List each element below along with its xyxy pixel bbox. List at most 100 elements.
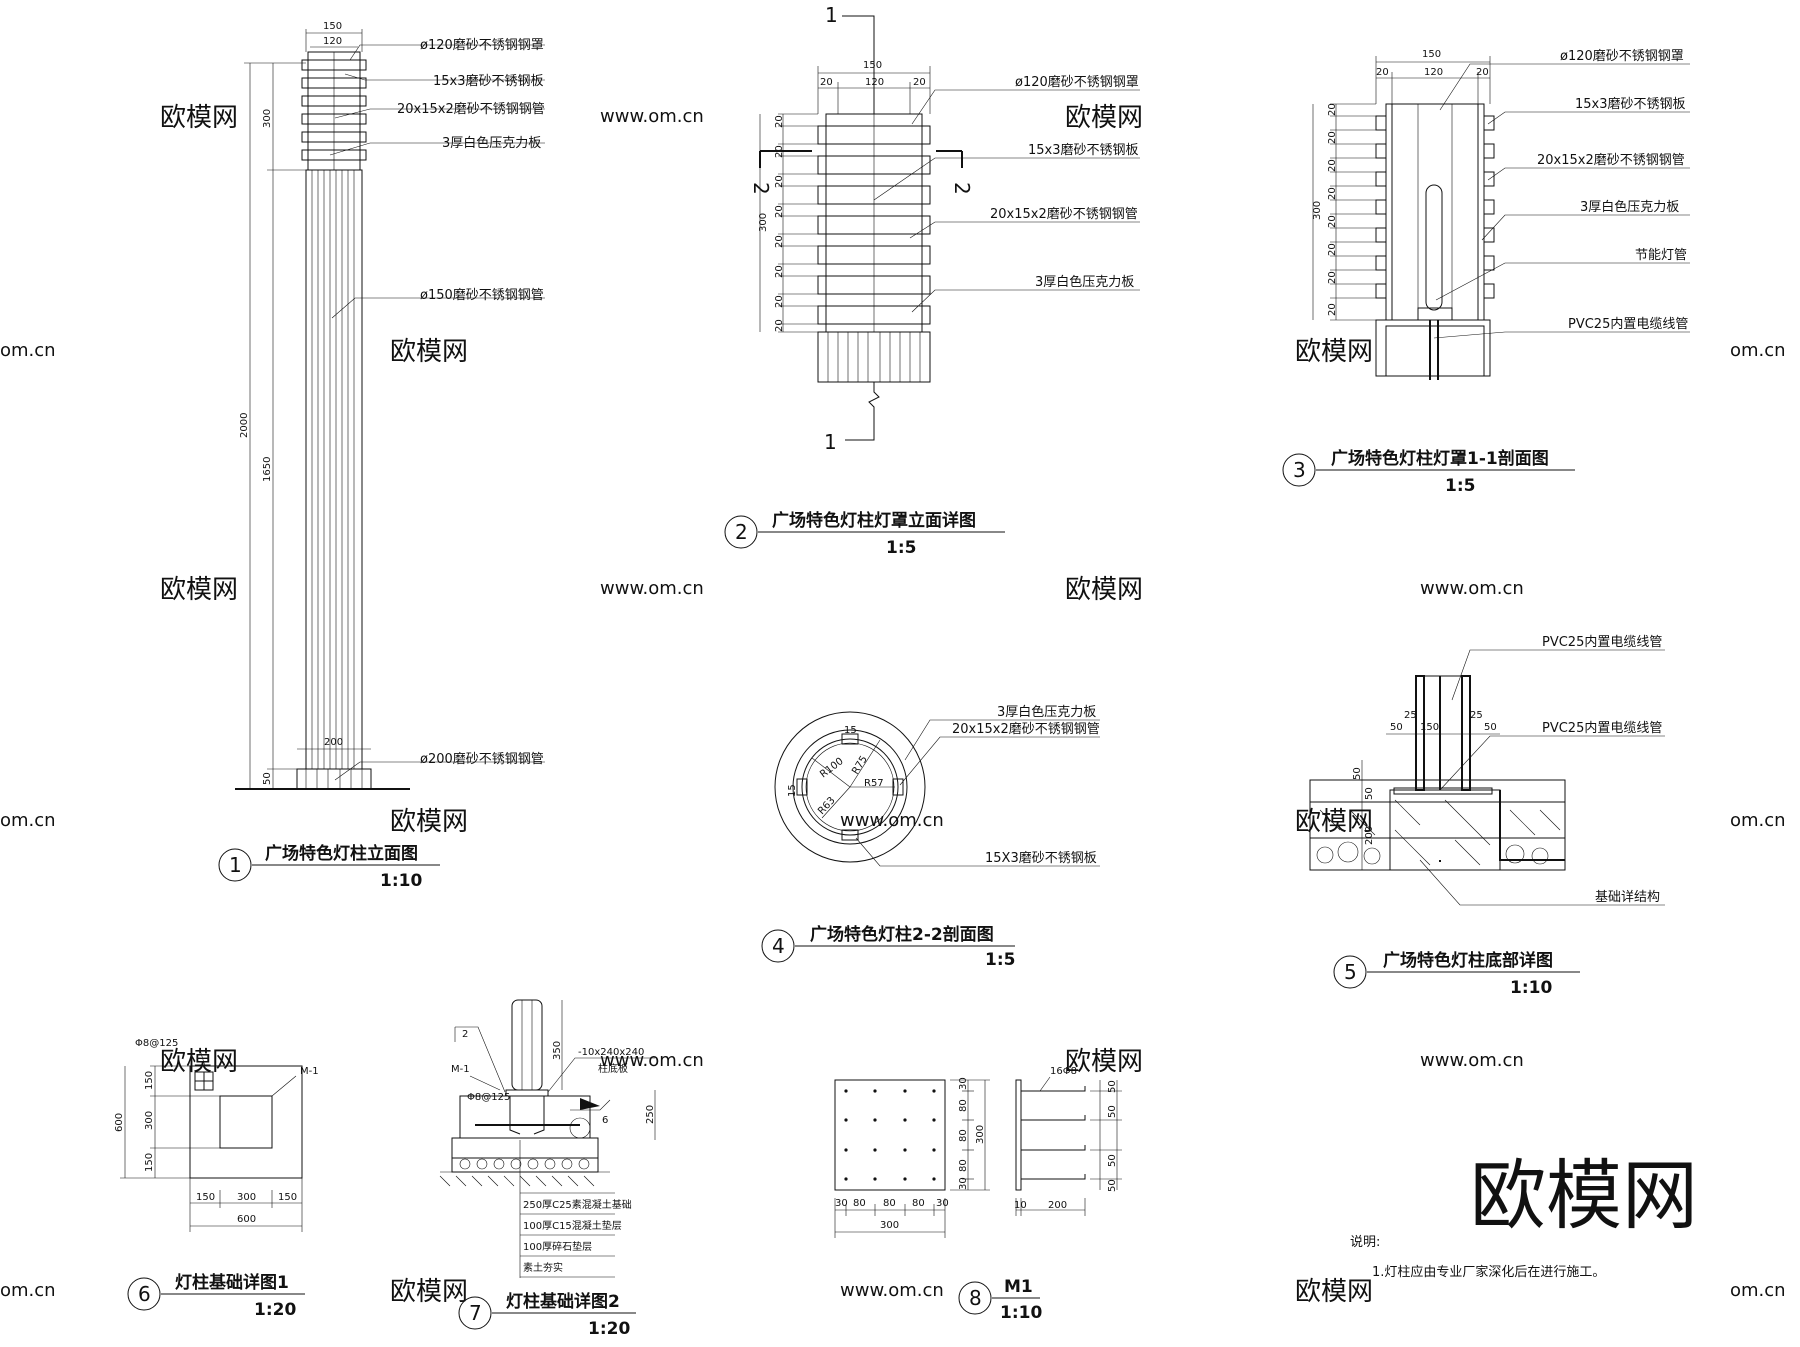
watermark-url: www.om.cn (600, 106, 704, 127)
material-note: 20x15x2磨砂不锈钢钢管 (952, 722, 1100, 737)
dim-label: 50 (1364, 787, 1375, 800)
dim-label: 150 (196, 1192, 215, 1203)
watermark-cn: 欧模网 (1065, 1047, 1143, 1077)
layer-note: 100厚C15混凝土垫层 (523, 1219, 622, 1232)
figure-8-embedded-plate: 30 80 80 80 30 300 30 80 80 80 30 300 16… (834, 1066, 1122, 1323)
dim-label: 150 (1420, 722, 1439, 733)
dim-label: 300 (758, 213, 769, 232)
watermark-cn: 欧模网 (160, 103, 238, 133)
material-note: 15x3磨砂不锈钢板 (1028, 143, 1139, 158)
watermark-url: om.cn (0, 1280, 56, 1301)
section-cut-mark: 2 (749, 182, 773, 195)
material-note: ø120磨砂不锈钢钢罩 (1560, 49, 1684, 64)
dim-label: 20 (774, 235, 785, 248)
dim-label: 20 (1327, 215, 1338, 228)
dim-label: 20 (1327, 159, 1338, 172)
dim-label: 80 (853, 1198, 866, 1209)
notes-line: 1.灯柱应由专业厂家深化后在进行施工。 (1372, 1264, 1605, 1280)
dim-label: 300 (975, 1125, 986, 1144)
dim-label: 15 (787, 784, 798, 797)
dim-label: 1650 (262, 457, 273, 482)
plate-note: -10x240x240 (578, 1047, 644, 1058)
dim-label: 600 (237, 1214, 256, 1225)
figure-scale: 1:20 (588, 1319, 630, 1339)
watermark-url: www.om.cn (840, 810, 944, 831)
figure-title: 广场特色灯柱灯罩立面详图 (772, 510, 976, 531)
dim-label: 120 (865, 77, 884, 88)
dim-label: 20 (1327, 103, 1338, 116)
material-note: 20x15x2磨砂不锈钢钢管 (990, 207, 1138, 222)
dim-label: 150 (278, 1192, 297, 1203)
marker-note: M-1 (451, 1064, 470, 1075)
watermark-cn: 欧模网 (390, 1277, 468, 1307)
dim-label: 200 (1048, 1200, 1067, 1211)
dim-label: 10 (1014, 1200, 1027, 1211)
section-cut-mark: 1 (824, 430, 837, 454)
dim-label: 20 (774, 115, 785, 128)
weld-note: 6 (602, 1115, 608, 1126)
notes-heading: 说明: (1350, 1235, 1380, 1250)
dim-label: R75 (850, 754, 870, 777)
rebar-note: Φ8@125 (135, 1038, 178, 1049)
dim-label: 30 (835, 1198, 848, 1209)
dim-label: 20 (820, 77, 833, 88)
figure-scale: 1:5 (1445, 476, 1475, 496)
dim-label: 20 (774, 319, 785, 332)
section-cut-mark: 2 (950, 182, 974, 195)
layer-note: 250厚C25素混凝土基础 (523, 1198, 632, 1211)
material-note: ø120磨砂不锈钢钢罩 (1015, 75, 1139, 90)
material-note: PVC25内置电缆线管 (1568, 316, 1688, 332)
dim-label: 300 (880, 1220, 899, 1231)
dim-label: 20 (774, 205, 785, 218)
figure-title: 广场特色灯柱底部详图 (1383, 950, 1553, 971)
watermark-url: om.cn (0, 340, 56, 361)
material-note: 3厚白色压克力板 (1580, 199, 1679, 215)
figure-7-foundation-section: 250厚C25素混凝土基础 100厚C15混凝土垫层 100厚碎石垫层 素土夯实… (439, 999, 656, 1339)
dim-label: 300 (144, 1111, 155, 1130)
dim-label: 80 (958, 1159, 969, 1172)
figure-number: 3 (1293, 458, 1306, 482)
figure-number: 1 (229, 853, 242, 877)
dim-label: 25 (1404, 710, 1417, 721)
material-note: 3厚白色压克力板 (442, 135, 541, 151)
watermark-cn: 欧模网 (390, 337, 468, 367)
brand-logo: 欧模网 (1470, 1151, 1698, 1240)
material-note: PVC25内置电缆线管 (1542, 634, 1662, 650)
watermark-url: om.cn (0, 810, 56, 831)
dim-label: 20 (774, 265, 785, 278)
watermark-cn: 欧模网 (1065, 103, 1143, 133)
material-note: 3厚白色压克力板 (997, 704, 1096, 720)
figure-title: M1 (1004, 1277, 1033, 1297)
figure-number: 8 (969, 1286, 982, 1310)
material-note: 基础详结构 (1595, 890, 1660, 905)
dim-label: 300 (1312, 201, 1323, 220)
figure-5-base-detail: 50 25 150 25 50 50 50 200 PVC25内置电缆线管 PV… (1309, 634, 1665, 998)
dim-label: 30 (936, 1198, 949, 1209)
watermark-url: om.cn (1730, 340, 1786, 361)
figure-3-lamp-section: 150 20 120 20 300 20 20 20 20 20 20 20 2… (1282, 49, 1690, 496)
figure-2-lamp-elevation: 1 1 2 2 150 20 120 20 300 20 20 20 20 20… (724, 3, 1140, 558)
figure-scale: 1:10 (1000, 1303, 1042, 1323)
plate-note: 柱底板 (598, 1062, 628, 1075)
material-note: 3厚白色压克力板 (1035, 274, 1134, 290)
dim-label: 150 (144, 1071, 155, 1090)
dim-label: 120 (323, 36, 342, 47)
dim-label: 20 (1327, 271, 1338, 284)
material-note: 20x15x2磨砂不锈钢钢管 (1537, 153, 1685, 168)
watermark-cn: 欧模网 (1295, 807, 1373, 837)
dim-label: 25 (1470, 710, 1483, 721)
section-mark: 2 (462, 1029, 468, 1040)
dim-label: 50 (1107, 1080, 1118, 1093)
dim-label: 80 (912, 1198, 925, 1209)
material-note: ø200磨砂不锈钢钢管 (420, 752, 544, 767)
dim-label: 200 (324, 737, 343, 748)
dim-label: 80 (958, 1129, 969, 1142)
material-note: 20x15x2磨砂不锈钢钢管 (397, 102, 545, 117)
dim-label: 20 (1476, 67, 1489, 78)
material-note: 节能灯管 (1635, 248, 1687, 263)
rebar-note: 16Φ8 (1050, 1066, 1077, 1077)
watermark-url: om.cn (1730, 1280, 1786, 1301)
figure-scale: 1:5 (886, 538, 916, 558)
dim-label: 250 (645, 1105, 656, 1124)
